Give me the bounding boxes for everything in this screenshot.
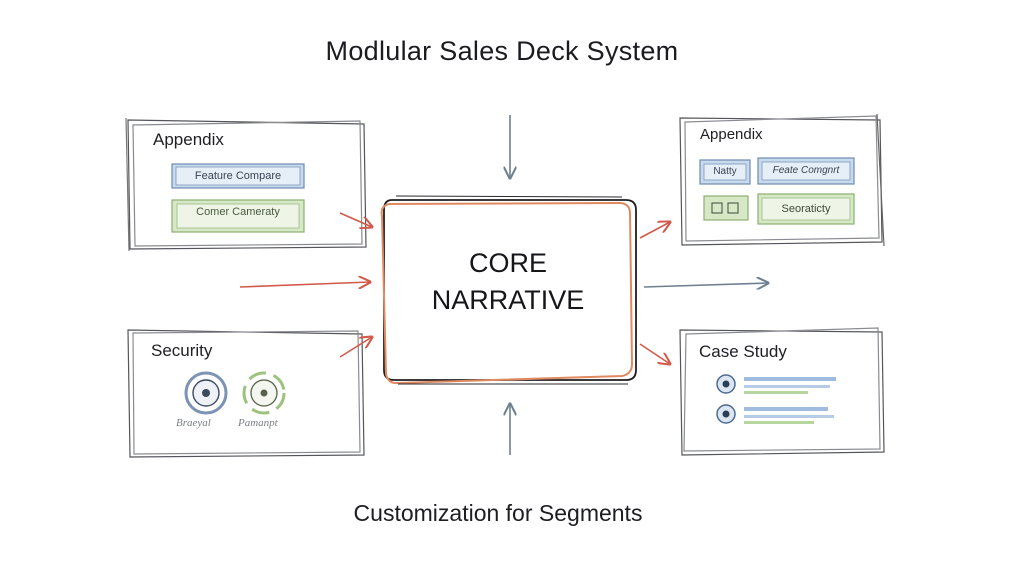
security-label-2: Pamanpt <box>238 417 278 429</box>
chip-small-green-box <box>703 195 749 221</box>
right-top-panel-title: Appendix <box>700 126 763 143</box>
security-label-1: Braeyal <box>176 417 211 429</box>
core-label-line-1: CORE <box>468 248 547 278</box>
core-narrative-frame <box>380 195 637 385</box>
arrow-left-bottom-in <box>339 337 372 358</box>
left-top-panel-title: Appendix <box>153 130 224 149</box>
chip-comer-label: Comer Cameraty <box>196 206 280 218</box>
chip-natty-label: Natty <box>713 166 737 177</box>
arrow-right-top-out <box>639 222 670 239</box>
arrow-right-bottom-out <box>639 343 670 364</box>
chip-feature-compare-label: Feature Compare <box>194 170 282 182</box>
arrow-left-top-in <box>339 212 372 227</box>
chip-seoraticty-box <box>757 193 855 225</box>
arrow-right-out <box>643 283 768 287</box>
security-icon-1 <box>184 371 228 415</box>
panel-right-top-frame <box>679 113 885 247</box>
panel-left-top-frame <box>125 117 367 252</box>
chip-comer-box <box>171 199 305 233</box>
chip-feate-label: Feate Comgnrt <box>772 165 840 176</box>
panel-left-bottom-frame <box>127 329 365 458</box>
chip-feate-box <box>757 157 855 185</box>
case-study-row-1 <box>716 374 836 394</box>
right-bottom-panel-title: Case Study <box>699 342 787 361</box>
diagram-title: Modlular Sales Deck System <box>325 36 679 66</box>
chip-seoraticty-label: Seoraticty <box>781 203 831 215</box>
core-label-line-2: NARRATIVE <box>431 285 585 315</box>
panel-right-bottom-frame <box>679 327 885 456</box>
diagram-footer-caption: Customization for Segments <box>353 500 643 526</box>
arrow-left-in <box>239 282 370 287</box>
core-narrative-label: CORE NARRATIVE <box>383 245 633 319</box>
case-study-row-2 <box>716 404 834 424</box>
left-bottom-panel-title: Security <box>151 341 213 360</box>
chip-feature-compare-box <box>171 163 305 189</box>
security-icon-2 <box>242 371 286 415</box>
chip-natty-box <box>699 159 751 185</box>
